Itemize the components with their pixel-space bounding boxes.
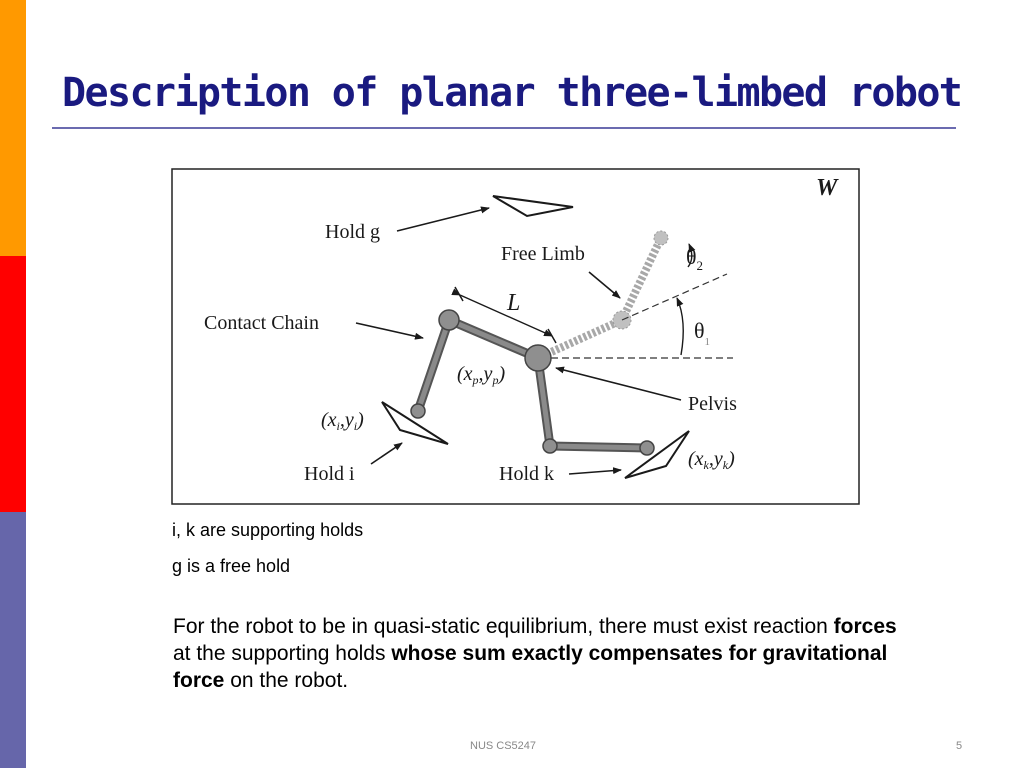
length-label: L bbox=[506, 290, 520, 316]
forces-emphasis: forces bbox=[833, 615, 897, 638]
theta1-label: θ1 bbox=[694, 318, 710, 348]
equilibrium-text-1: For the robot to be in quasi-static equi… bbox=[173, 615, 834, 638]
equilibrium-text-3: on the robot. bbox=[224, 669, 349, 692]
side-bar-purple bbox=[0, 512, 26, 768]
hold-k-label: Hold k bbox=[499, 463, 554, 485]
theta2-arc bbox=[687, 243, 696, 268]
robot-diagram: W Hold g Free Limb θ2 θ1 Contact Chain L bbox=[171, 168, 860, 505]
equilibrium-paragraph: For the robot to be in quasi-static equi… bbox=[173, 613, 913, 694]
diagram-frame bbox=[171, 168, 860, 505]
caption-supporting-holds: i, k are supporting holds bbox=[172, 520, 364, 540]
hold-g-shape bbox=[492, 195, 574, 218]
side-bar-red bbox=[0, 256, 26, 512]
hold-k-shape bbox=[624, 430, 690, 479]
pelvis-joint bbox=[524, 344, 552, 372]
free-limb bbox=[536, 230, 669, 362]
free-limb-arrow bbox=[588, 271, 621, 299]
theta2-label: θ2 bbox=[686, 244, 703, 273]
theta-reference-line bbox=[621, 273, 728, 321]
slide-title: Description of planar three-limbed robot bbox=[62, 70, 963, 116]
hold-g-arrow bbox=[396, 206, 490, 232]
equilibrium-text-2: at the supporting holds bbox=[173, 642, 392, 665]
side-bar-orange bbox=[0, 0, 26, 256]
hold-i-coordinate: (xi,yi) bbox=[321, 409, 364, 433]
hold-g-label: Hold g bbox=[325, 221, 380, 243]
caption-free-hold: g is a free hold bbox=[172, 556, 291, 576]
workspace-label: W bbox=[816, 175, 839, 201]
hold-k-coordinate: (xk,yk) bbox=[688, 448, 735, 472]
hold-i-arrow bbox=[370, 442, 403, 465]
contact-chain-arrow bbox=[355, 322, 424, 340]
title-rule bbox=[52, 127, 956, 129]
hold-i-shape bbox=[381, 401, 449, 445]
hold-k-arrow bbox=[568, 467, 622, 475]
pelvis-coordinate: (xp,yp) bbox=[457, 363, 505, 387]
compensation-emphasis: whose sum exactly compensates for gravit… bbox=[173, 642, 888, 692]
contact-chain bbox=[410, 309, 655, 456]
length-dimension bbox=[451, 288, 553, 337]
footer-course: NUS CS5247 bbox=[470, 740, 537, 752]
pelvis-arrow bbox=[555, 366, 682, 401]
contact-chain-label: Contact Chain bbox=[204, 312, 319, 334]
footer-page-number: 5 bbox=[956, 740, 963, 752]
free-limb-label: Free Limb bbox=[501, 243, 585, 265]
pelvis-label: Pelvis bbox=[688, 393, 737, 415]
hold-i-label: Hold i bbox=[304, 463, 355, 485]
theta1-arc bbox=[676, 297, 684, 356]
